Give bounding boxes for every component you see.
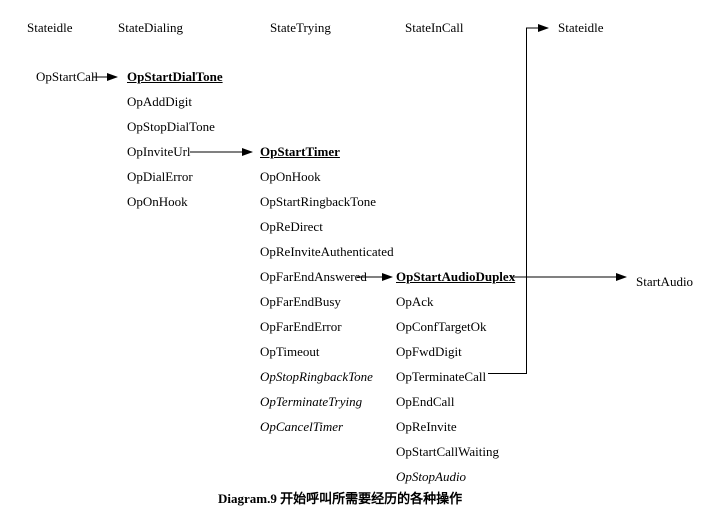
label-startaudio: StartAudio <box>636 274 694 289</box>
label-opfwddigit: OpFwdDigit <box>396 344 462 359</box>
label-opstopaudio: OpStopAudio <box>396 469 467 484</box>
header-stateidle-left: Stateidle <box>27 20 73 35</box>
label-opstartcall: OpStartCall <box>36 69 99 84</box>
header-statetrying: StateTrying <box>270 20 331 35</box>
arrow-opterminatecall-to-stateidle <box>488 24 549 374</box>
label-oponhook-trying: OpOnHook <box>260 169 321 184</box>
label-optimeout: OpTimeout <box>260 344 320 359</box>
label-oponhook-dialing: OpOnHook <box>127 194 188 209</box>
label-opadddigit: OpAddDigit <box>127 94 192 109</box>
label-opcanceltimer: OpCancelTimer <box>260 419 344 434</box>
label-opstartringbacktone: OpStartRingbackTone <box>260 194 377 209</box>
label-opconftargetok: OpConfTargetOk <box>396 319 487 334</box>
label-opstopdialtone: OpStopDialTone <box>127 119 215 134</box>
label-opstartcallwaiting: OpStartCallWaiting <box>396 444 499 459</box>
label-opinviteurl: OpInviteUrl <box>127 144 191 159</box>
label-opfarenderror: OpFarEndError <box>260 319 342 334</box>
header-statedialing: StateDialing <box>118 20 183 35</box>
label-opreinviteauthenticated: OpReInviteAuthenticated <box>260 244 394 259</box>
label-opstartdialtone: OpStartDialTone <box>127 69 223 84</box>
label-opendcall: OpEndCall <box>396 394 455 409</box>
label-opstarttimer: OpStartTimer <box>260 144 340 159</box>
label-opredirect: OpReDirect <box>260 219 323 234</box>
label-opstartaudioduplex: OpStartAudioDuplex <box>396 269 516 284</box>
label-opreinvite: OpReInvite <box>396 419 457 434</box>
label-opfarendbusy: OpFarEndBusy <box>260 294 341 309</box>
label-opterminatetrying: OpTerminateTrying <box>260 394 363 409</box>
header-stateincall: StateInCall <box>405 20 464 35</box>
label-opfarendanswered: OpFarEndAnswered <box>260 269 367 284</box>
header-stateidle-right: Stateidle <box>558 20 604 35</box>
label-opdialerror: OpDialError <box>127 169 193 184</box>
label-opterminatecall: OpTerminateCall <box>396 369 487 384</box>
diagram-caption: Diagram.9 开始呼叫所需要经历的各种操作 <box>218 491 463 506</box>
label-opack: OpAck <box>396 294 434 309</box>
label-opstopringbacktone: OpStopRingbackTone <box>260 369 373 384</box>
